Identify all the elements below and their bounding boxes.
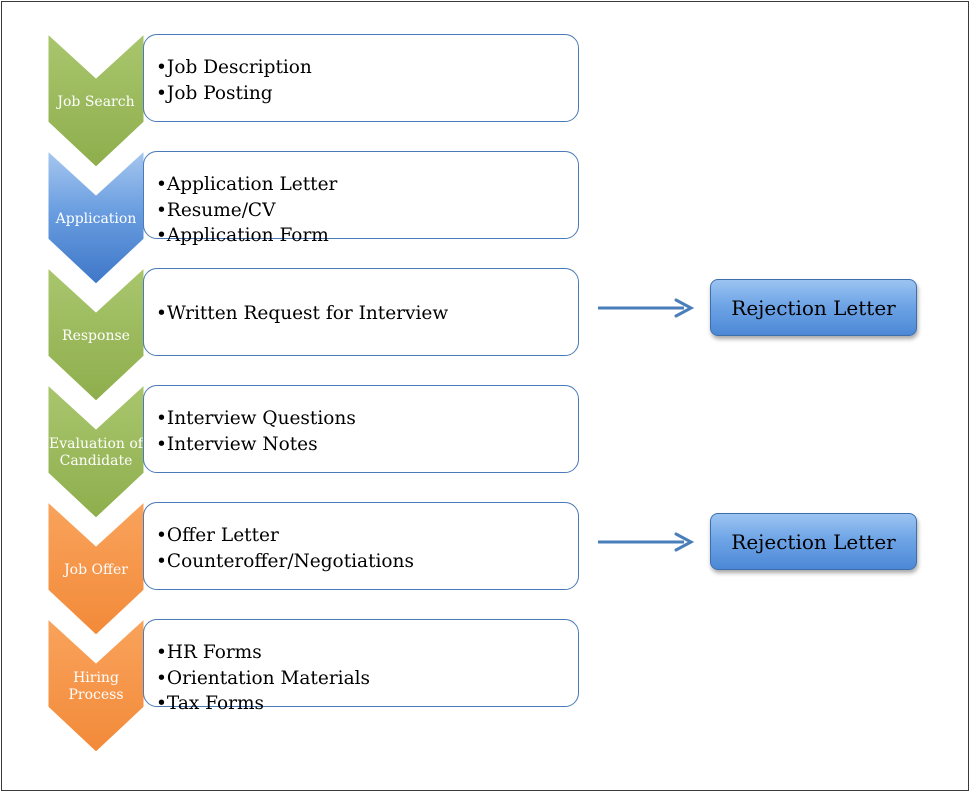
stage-item: Offer Letter	[156, 523, 414, 549]
stage-chevron-1	[47, 149, 145, 285]
stage-label: Job Offer	[48, 562, 144, 579]
stage-chevron-5	[47, 617, 145, 753]
stage-item: Interview Questions	[156, 406, 356, 432]
stage-detail-box: Job DescriptionJob Posting	[143, 34, 579, 122]
stage-item: Orientation Materials	[156, 666, 370, 692]
stage-item-list: HR FormsOrientation MaterialsTax Forms	[156, 640, 370, 717]
stage-item: Interview Notes	[156, 432, 356, 458]
rejection-letter-box: Rejection Letter	[710, 279, 917, 336]
rejection-letter-box: Rejection Letter	[710, 513, 917, 570]
rejection-arrow-head	[674, 532, 695, 552]
stage-label-line: Process	[68, 687, 124, 703]
stage-label-line: Application	[55, 210, 137, 227]
rejection-arrow-head	[674, 298, 695, 318]
stage-item: Resume/CV	[156, 198, 337, 224]
stage-item: Counteroffer/Negotiations	[156, 549, 414, 575]
stage-chevron-2	[47, 266, 145, 402]
stage-item: Job Description	[156, 55, 312, 81]
stage-label-line: Candidate	[59, 453, 133, 469]
stage-item: Application Form	[156, 223, 337, 249]
stage-chevron-4	[47, 500, 145, 636]
stage-item: Application Letter	[156, 172, 337, 198]
stage-detail-box: Application LetterResume/CVApplication F…	[143, 151, 579, 246]
stage-label-line: Response	[62, 327, 130, 344]
stage-label-line: Evaluation of	[49, 436, 143, 452]
stage-label: Job Search	[48, 94, 144, 111]
stage-item: Written Request for Interview	[156, 301, 448, 327]
stage-item-list: Written Request for Interview	[156, 301, 448, 327]
stage-item-list: Interview QuestionsInterview Notes	[156, 406, 356, 457]
stage-item-list: Application LetterResume/CVApplication F…	[156, 172, 337, 249]
stage-detail-box: HR FormsOrientation MaterialsTax Forms	[143, 619, 579, 714]
stage-label-line: Job Search	[57, 93, 135, 110]
stage-chevron-0	[47, 32, 145, 168]
stage-item: Job Posting	[156, 81, 312, 107]
stage-label: Application	[48, 211, 144, 228]
stage-label-line: Hiring	[73, 670, 119, 686]
stage-chevron-3	[47, 383, 145, 519]
stage-detail-box: Offer LetterCounteroffer/Negotiations	[143, 502, 579, 590]
stage-item-list: Job DescriptionJob Posting	[156, 55, 312, 106]
stage-label: Response	[48, 328, 144, 345]
stage-item-list: Offer LetterCounteroffer/Negotiations	[156, 523, 414, 574]
stage-detail-box: Written Request for Interview	[143, 268, 579, 356]
stage-item: HR Forms	[156, 640, 370, 666]
stage-label-line: Job Offer	[64, 561, 128, 578]
stage-detail-box: Interview QuestionsInterview Notes	[143, 385, 579, 473]
stage-item: Tax Forms	[156, 691, 370, 717]
